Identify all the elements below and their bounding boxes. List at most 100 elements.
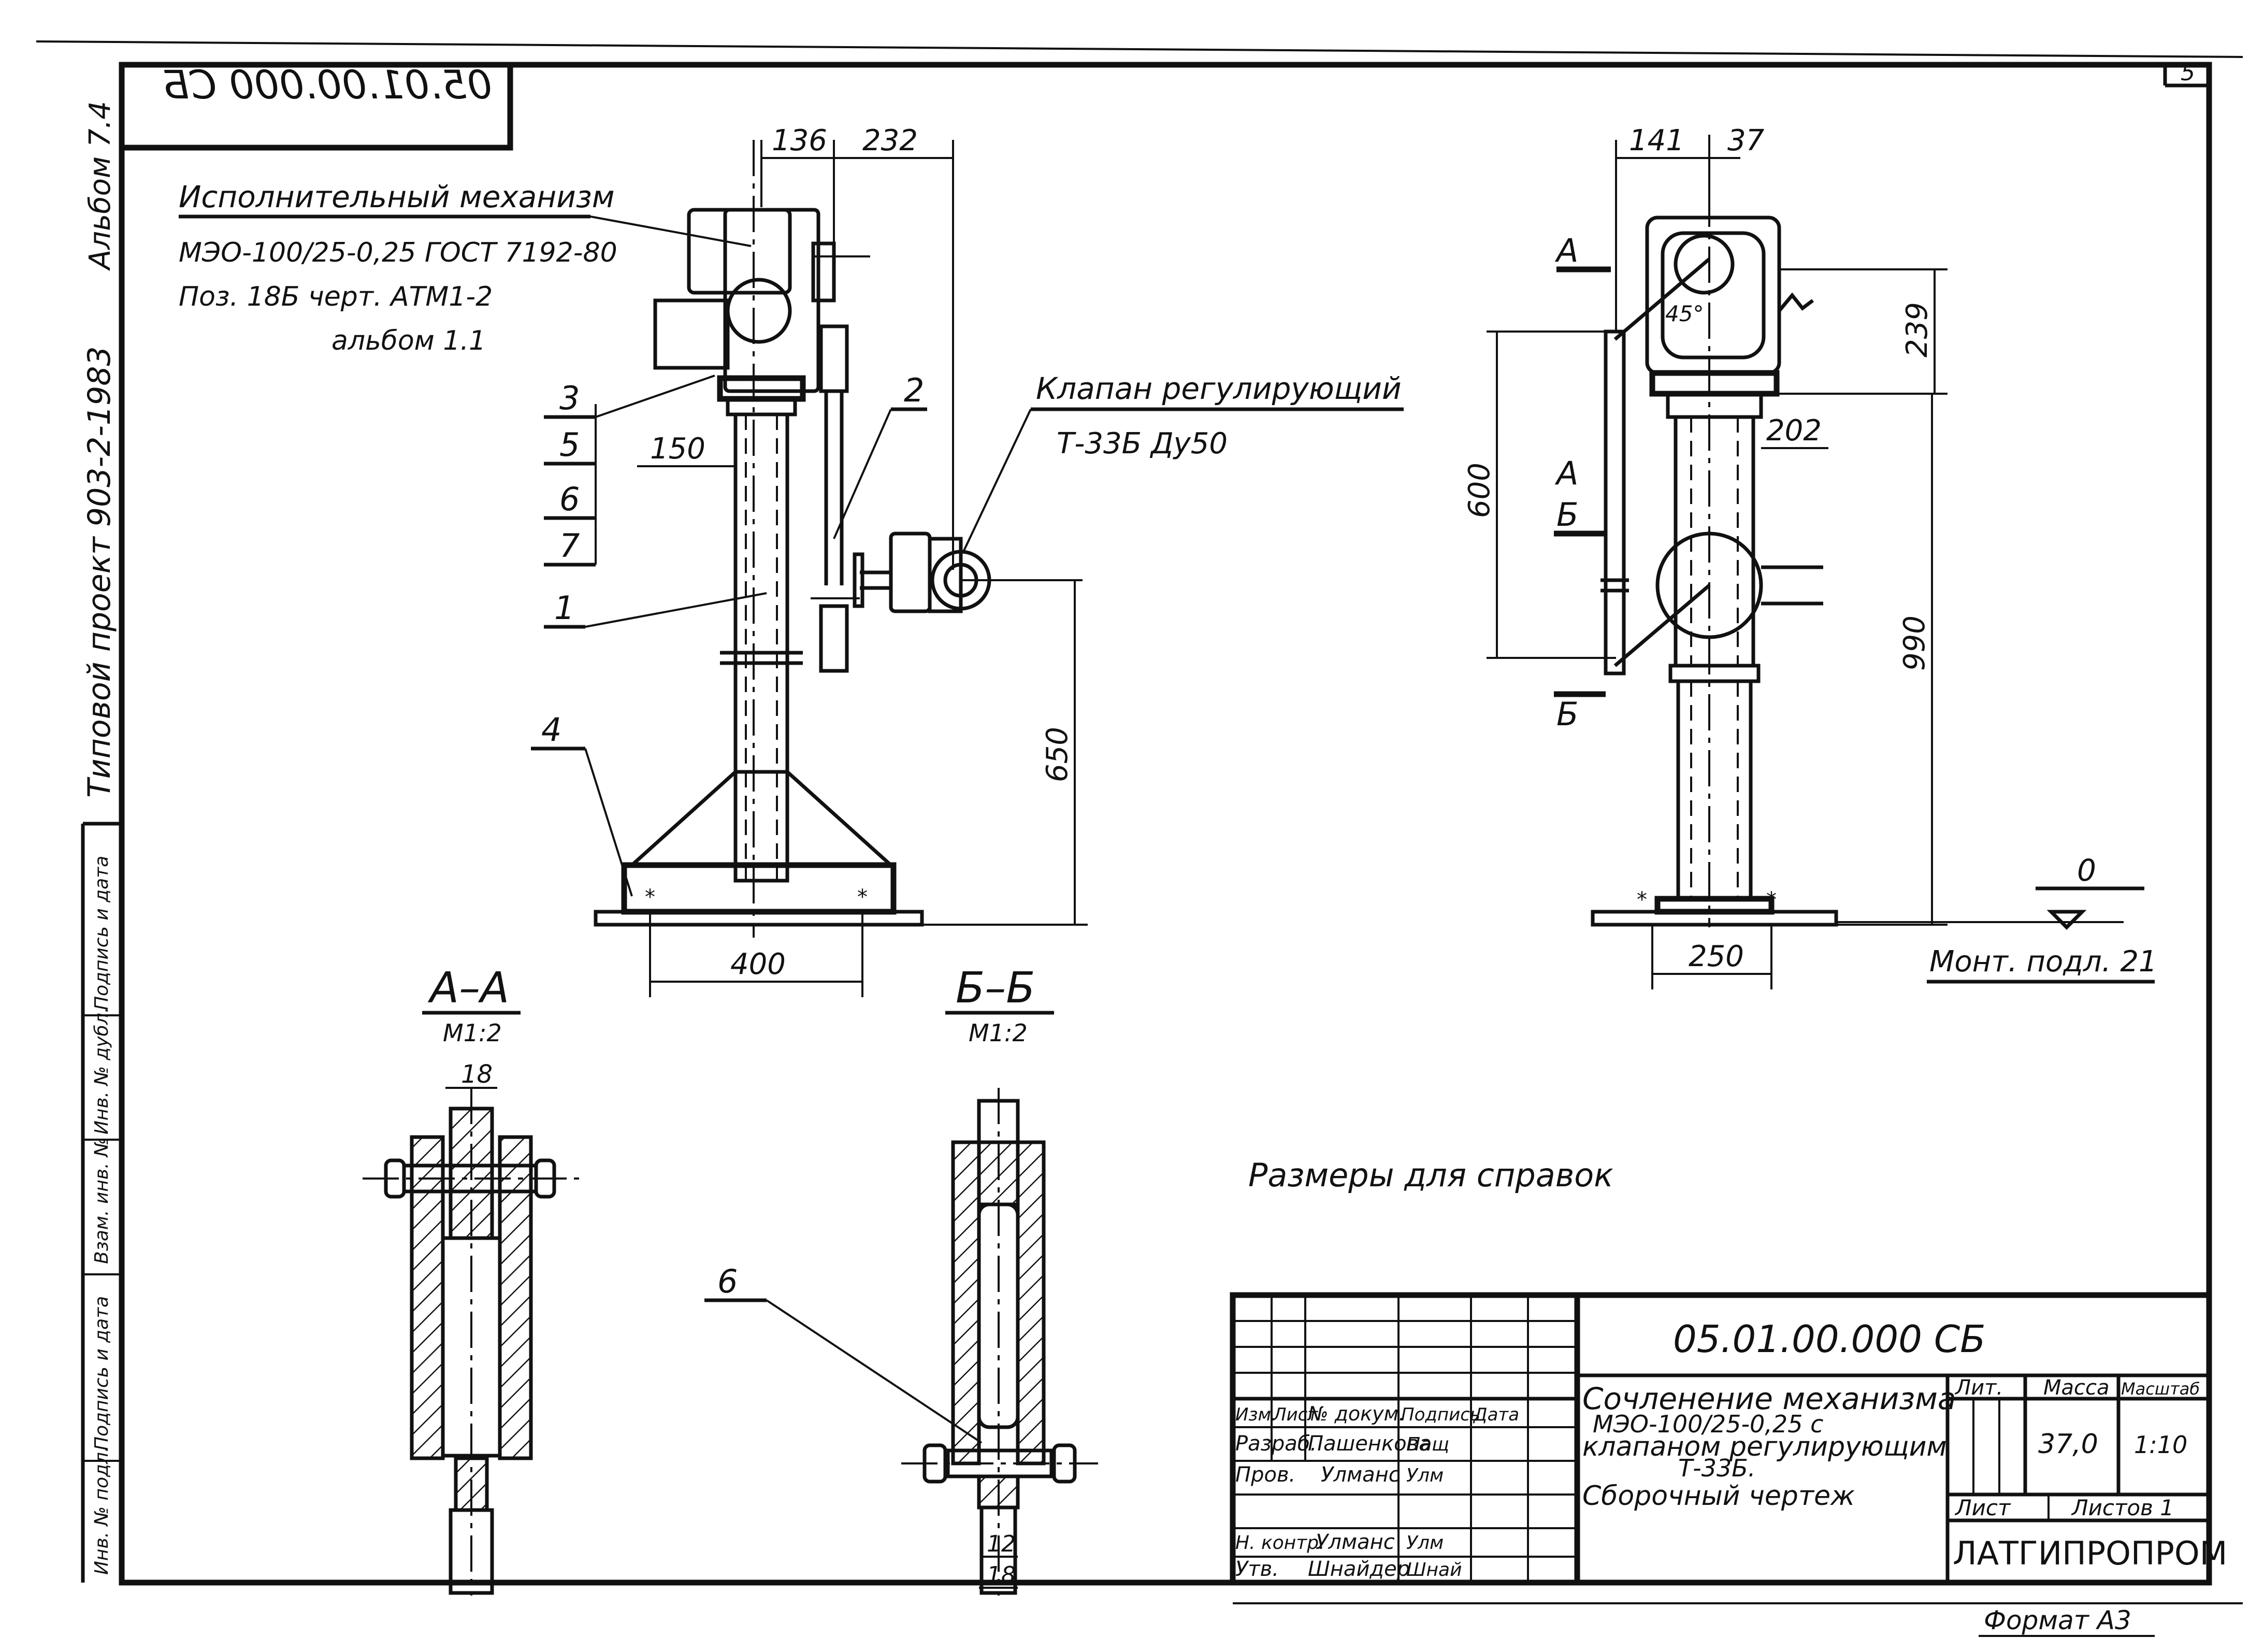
svg-text:*: * — [1766, 888, 1777, 912]
section-bb-dim-12: 12 — [987, 1531, 1016, 1557]
valve-note-line2: Т-33Б Ду50 — [1057, 427, 1228, 461]
dim-45deg: 45° — [1665, 301, 1704, 326]
dim-232: 232 — [862, 124, 918, 157]
pos-6-section: 6 — [717, 1262, 738, 1300]
tb-hdr-izm: Изм. — [1235, 1404, 1277, 1425]
tb-name-chk: Улманс — [1321, 1463, 1400, 1487]
pos-2: 2 — [904, 371, 924, 409]
level-mark: 0 Монт. подл. 21 — [1836, 853, 2157, 984]
side-column-lower — [1676, 679, 1753, 901]
lever-bottom-clevis — [819, 604, 849, 673]
front-dims: 136 232 150 650 400 — [637, 124, 1088, 997]
tb-scale: 1:10 — [2134, 1431, 2187, 1459]
tb-sign-chk: Улм — [1406, 1465, 1444, 1486]
mirrored-drawing-number: 05.01.00.000 СБ — [162, 62, 492, 108]
mechanism-note-line4: альбом 1.1 — [331, 325, 486, 356]
section-mark-b-bottom: Б — [1556, 695, 1579, 733]
tb-mass: 37,0 — [2038, 1429, 2098, 1460]
section-aa-scale: М1:2 — [443, 1019, 502, 1047]
pos-4: 4 — [541, 711, 561, 749]
title-block: Изм. Лист № докум. Подпись Дата Разраб. … — [1230, 1292, 2227, 1586]
section-mark-a-bottom: А — [1554, 454, 1578, 492]
actuator-shaft-circle — [726, 278, 792, 344]
tb-sign-dev: Пащ — [1406, 1434, 1449, 1455]
dim-141: 141 — [1629, 124, 1684, 157]
mounting-note: Монт. подл. 21 — [1929, 945, 2157, 979]
dim-990: 990 — [1898, 615, 1931, 671]
position-callouts: 3 5 6 7 1 2 4 — [531, 371, 927, 897]
base-plate — [621, 862, 897, 915]
svg-text:*: * — [857, 885, 868, 909]
tb-hdr-doc: № докум. — [1307, 1402, 1405, 1425]
sheet-frame: 5 — [36, 40, 2243, 1604]
support-column — [733, 412, 789, 883]
format-label: Формат А3 — [1984, 1605, 2131, 1635]
section-bb-scale: М1:2 — [969, 1019, 1028, 1047]
dim-650: 650 — [1041, 727, 1074, 782]
dim-600: 600 — [1463, 463, 1496, 518]
tb-role-chk: Пров. — [1235, 1463, 1295, 1487]
stamp-col-5: Подпись и дата — [91, 856, 112, 1010]
tb-name-l5: Сборочный чертеж — [1582, 1481, 1855, 1512]
stamp-col-3: Взам. инв. № — [91, 1138, 112, 1264]
section-aa-dim: 18 — [461, 1060, 493, 1089]
tb-hdr-sign: Подпись — [1401, 1404, 1480, 1425]
pos-3: 3 — [559, 379, 580, 417]
valve-note-line1: Клапан регулирующий — [1036, 371, 1402, 406]
left-margin: Альбом 7.4 Типовой проект 903-2-1983 Инв… — [81, 101, 122, 1583]
tb-sign-nk: Улм — [1406, 1532, 1444, 1554]
section-bb-title: Б–Б — [956, 964, 1035, 1013]
tb-role-nk: Н. контр. — [1235, 1532, 1325, 1554]
section-mark-b-top: Б — [1556, 496, 1579, 534]
tb-designation: 05.01.00.000 СБ — [1673, 1317, 1986, 1361]
tb-name-nk: Улманс — [1316, 1530, 1395, 1554]
side-view: * * — [1591, 135, 1838, 927]
tb-sheets: Листов 1 — [2071, 1495, 2174, 1520]
pos-7: 7 — [559, 527, 580, 565]
tb-name-appr: Шнайдер — [1308, 1557, 1410, 1581]
section-b-b: Б–Б М1:2 12 18 6 — [704, 964, 1098, 1596]
tb-sign-appr: Шнай — [1406, 1559, 1462, 1581]
side-column-upper — [1674, 415, 1755, 668]
tb-mass-hdr: Масса — [2043, 1376, 2110, 1400]
valve-note: Клапан регулирующий Т-33Б Ду50 — [962, 371, 1404, 552]
tb-scale-hdr: Масштаб — [2121, 1379, 2200, 1399]
front-view: * * — [594, 140, 1083, 938]
dim-202: 202 — [1766, 414, 1822, 448]
tb-sheet: Лист — [1954, 1495, 2011, 1520]
stamp-col-1: Инв. № подл. — [91, 1446, 112, 1575]
dim-150: 150 — [650, 432, 705, 466]
side-dims: 141 37 45° 239 600 202 990 250 А А Б Б — [1463, 124, 1948, 989]
pos-1: 1 — [554, 589, 574, 627]
side-lever-rod — [1604, 329, 1626, 676]
dim-250: 250 — [1689, 940, 1744, 973]
tb-name-l1: Сочленение механизма — [1582, 1381, 1956, 1416]
section-mark-a-top: А — [1554, 232, 1578, 269]
tb-org: ЛАТГИПРОПРОМ — [1953, 1534, 2227, 1572]
regulating-valve — [853, 531, 991, 613]
tb-role-appr: Утв. — [1235, 1557, 1279, 1581]
section-bb-dim-18: 18 — [987, 1562, 1016, 1588]
mechanism-note-line3: Поз. 18Б черт. АТМ1-2 — [179, 281, 493, 312]
section-aa-title: А–А — [427, 964, 509, 1013]
mirrored-number-box: 05.01.00.000 СБ — [119, 62, 513, 151]
reference-note: Размеры для справок — [1248, 1156, 1613, 1194]
actuator-gearbox — [723, 208, 820, 393]
sheet-corner-number: 5 — [2181, 60, 2195, 86]
level-zero: 0 — [2077, 853, 2096, 888]
dim-239: 239 — [1900, 302, 1934, 357]
tb-name-l4: Т-33Б. — [1678, 1454, 1755, 1482]
tb-hdr-date: Дата — [1473, 1404, 1519, 1425]
dim-400: 400 — [730, 947, 786, 981]
tb-name-l2: МЭО-100/25-0,25 с — [1593, 1410, 1823, 1438]
tb-role-dev: Разраб. — [1235, 1432, 1317, 1456]
section-a-a: А–А М1:2 18 — [363, 964, 585, 1596]
dim-136: 136 — [772, 124, 827, 157]
tb-name-l3: клапаном регулирующим — [1582, 1431, 1947, 1462]
mechanism-note-line1: Исполнительный механизм — [179, 179, 614, 214]
base-gusset — [627, 770, 896, 867]
album-label: Альбом 7.4 — [83, 101, 117, 271]
pos-6: 6 — [559, 480, 580, 518]
side-valve-flange — [1655, 531, 1763, 639]
